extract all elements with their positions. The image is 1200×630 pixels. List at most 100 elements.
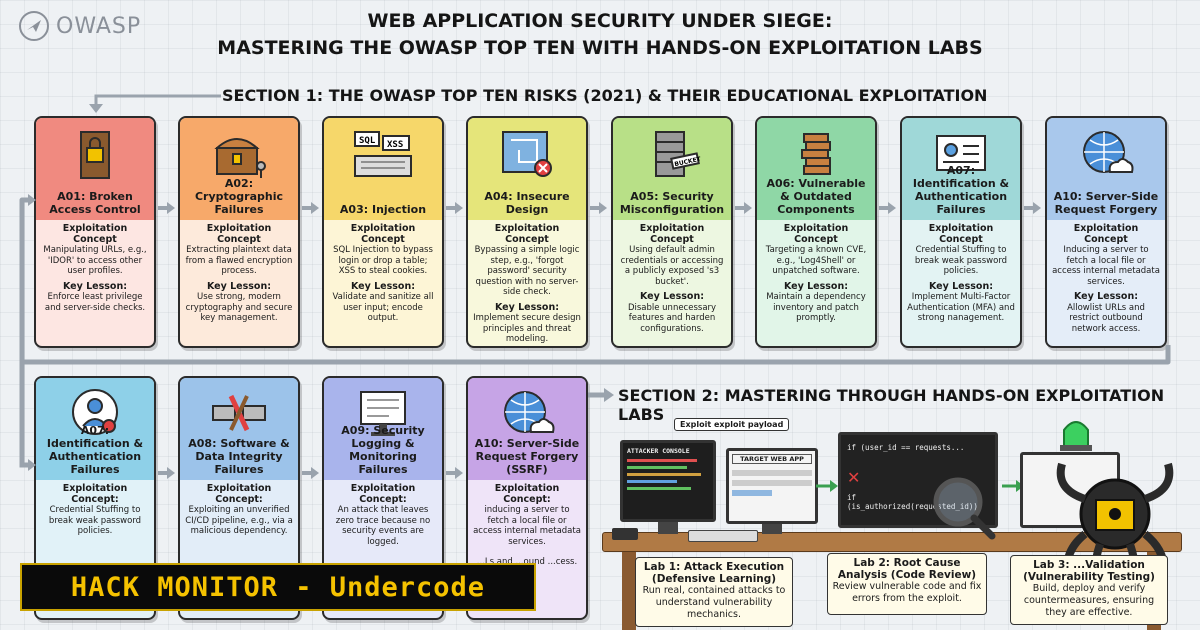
concept-text: Bypassing a simple logic step, e.g., 'fo… xyxy=(474,245,580,297)
card-title: A08: Software & Data Integrity Failures xyxy=(188,437,290,476)
card-body: Exploitation Concept:Credential Stuffing… xyxy=(36,480,154,610)
lesson-text: Implement secure design principles and t… xyxy=(473,313,581,344)
jenga-tower-icon xyxy=(788,124,844,184)
code-review-monitor: if (user_id == requests... ✕ if (is_auth… xyxy=(838,432,998,528)
flow-arrow-icon xyxy=(446,200,464,214)
error-x-icon: ✕ xyxy=(847,468,861,487)
concept-label: Exploitation Concept xyxy=(783,223,849,245)
flow-arrow-icon xyxy=(879,200,897,214)
keyboard xyxy=(688,530,758,542)
payload-label: Exploit exploit payload xyxy=(674,418,790,431)
lesson-label: Key Lesson: xyxy=(206,280,272,292)
lesson-label: Key Lesson: xyxy=(350,280,416,292)
monitor-stand xyxy=(762,524,782,534)
lab3-title: Lab 3: ...Validation (Vulnerability Test… xyxy=(1023,559,1155,583)
attacker-monitor: ATTACKER CONSOLE xyxy=(620,440,716,522)
green-alarm-icon xyxy=(1060,421,1092,451)
code-line-2: if (is_authorized(requested_id)) xyxy=(847,493,978,511)
lesson-fragment: ...Ls and ...ound ...cess. xyxy=(476,557,578,567)
page-title: WEB APPLICATION SECURITY UNDER SIEGE: MA… xyxy=(190,8,1010,62)
lesson-text: Enforce least privilege and server-side … xyxy=(44,292,146,313)
lab1-title: Lab 1: Attack Execution (Defensive Learn… xyxy=(643,561,785,585)
card-header: A02: Cryptographic Failures xyxy=(180,118,298,220)
lesson-text: Maintain a dependency inventory and patc… xyxy=(766,292,866,323)
id-card-icon xyxy=(931,124,991,184)
lesson-label: Key Lesson: xyxy=(783,280,849,292)
lab1-card: Lab 1: Attack Execution (Defensive Learn… xyxy=(635,557,793,627)
lesson-label: Key Lesson: xyxy=(62,280,128,292)
lab3-card: Lab 3: ...Validation (Vulnerability Test… xyxy=(1010,555,1168,625)
section2-title: SECTION 2: MASTERING THROUGH HANDS-ON EX… xyxy=(618,386,1165,424)
card-body: Exploitation Concept:An attack that leav… xyxy=(324,480,442,610)
flow-arrow-icon xyxy=(1024,200,1042,214)
title-line-2: MASTERING THE OWASP TOP TEN WITH HANDS-O… xyxy=(217,37,983,59)
lesson-label: Key Lesson: xyxy=(928,280,994,292)
banner-text: HACK MONITOR - Undercode xyxy=(70,571,486,603)
concept-text: Using default admin credentials or acces… xyxy=(620,245,724,287)
lesson-label: Key Lesson: xyxy=(639,291,705,302)
concept-label: Exploitation Concept: xyxy=(350,483,416,505)
lab1-text: Run real, contained attacks to understan… xyxy=(642,585,786,620)
risk-card-row1-6: A07: Identification & Authentication Fai… xyxy=(900,116,1022,348)
lab2-text: Review vulnerable code and fix errors fr… xyxy=(832,581,982,604)
target-monitor: TARGET WEB APP xyxy=(726,448,818,524)
lesson-label: Key Lesson: xyxy=(1073,291,1139,302)
concept-label: Exploitation Concept xyxy=(928,223,994,245)
lesson-label: Key Lesson: xyxy=(494,301,560,313)
hack-monitor-banner: HACK MONITOR - Undercode xyxy=(20,563,536,611)
card-header: A01: Broken Access Control xyxy=(36,118,154,220)
concept-text: Manipulating URLs, e.g., 'IDOR' to acces… xyxy=(43,245,147,276)
lesson-text: Validate and sanitize all user input; en… xyxy=(332,292,434,323)
card-header: A07: Identification & Authentication Fai… xyxy=(902,118,1020,220)
svg-text:SQL: SQL xyxy=(359,136,376,146)
globe-cloud-icon xyxy=(1076,124,1136,184)
concept-text: SQL Injection to bypass login or drop a … xyxy=(333,245,433,276)
concept-text: Exploiting an unverified CI/CD pipeline,… xyxy=(185,505,293,536)
card-title: A03: Injection xyxy=(339,203,427,216)
concept-text: Extracting plaintext data from a flawed … xyxy=(185,245,293,276)
concept-text: Inducing a server to fetch a local file … xyxy=(1052,245,1160,287)
card-header: A06: Vulnerable & Outdated Components xyxy=(757,118,875,220)
concept-text: An attack that leaves zero trace because… xyxy=(335,505,431,547)
concept-label: Exploitation Concept: xyxy=(62,483,128,505)
concept-text: Targeting a known CVE, e.g., 'Log4Shell'… xyxy=(765,245,867,276)
flow-arrow-icon xyxy=(302,200,320,214)
logo-text: OWASP xyxy=(56,13,142,39)
flow-arrow-icon xyxy=(735,200,753,214)
card-title: A02: Cryptographic Failures xyxy=(194,177,284,216)
target-app-label: TARGET WEB APP xyxy=(732,454,812,464)
card-header: A09: Security Logging & Monitoring Failu… xyxy=(324,378,442,480)
phone xyxy=(612,528,638,540)
section1-title: SECTION 1: THE OWASP TOP TEN RISKS (2021… xyxy=(222,86,988,105)
concept-label: Exploitation Concept xyxy=(639,223,705,245)
section1-entry-arrow xyxy=(89,94,221,113)
lesson-text: Implement Multi-Factor Authentication (M… xyxy=(907,292,1015,323)
treasure-chest-icon xyxy=(209,124,269,184)
card-header: A10: Server-Side Request Forgery (SSRF) xyxy=(468,378,586,480)
lab2-title: Lab 2: Root Cause Analysis (Code Review) xyxy=(837,557,977,581)
card-header: A07: Identification & Authentication Fai… xyxy=(36,378,154,480)
concept-label: Exploitation Concept xyxy=(206,223,272,245)
concept-text: Credential Stuffing to break weak passwo… xyxy=(48,505,142,536)
broken-pipe-icon xyxy=(209,384,269,444)
card-title: A07: Identification & Authentication Fai… xyxy=(46,424,144,476)
concept-label: Exploitation Concept xyxy=(1073,223,1139,245)
server-icon: BUCKET xyxy=(642,124,702,184)
card-title: A06: Vulnerable & Outdated Components xyxy=(766,177,866,216)
flow-arrow-icon xyxy=(158,200,176,214)
concept-label: Exploitation Concept xyxy=(62,223,128,245)
card-title: A09: Security Logging & Monitoring Failu… xyxy=(341,424,425,476)
lab2-card: Lab 2: Root Cause Analysis (Code Review)… xyxy=(827,553,987,615)
